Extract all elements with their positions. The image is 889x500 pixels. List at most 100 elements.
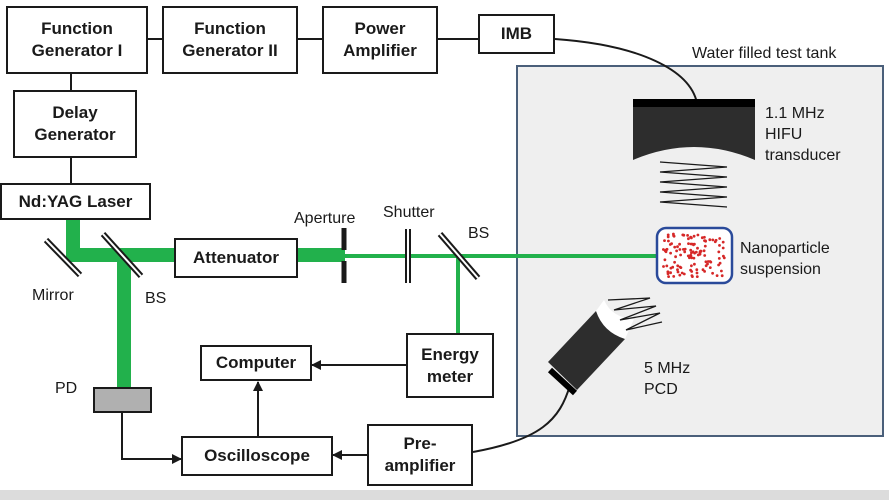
nanoparticle-dot xyxy=(675,249,678,253)
nanoparticle-dot xyxy=(695,275,699,278)
beam-splitter-left-face xyxy=(102,233,142,277)
nanoparticle-dot xyxy=(693,251,696,255)
hifu-transducer-body xyxy=(633,103,755,160)
tank-label: Water filled test tank xyxy=(692,45,837,62)
hifu-wave xyxy=(659,161,728,208)
power-amplifier-box: Power Amplifier xyxy=(322,6,438,74)
nanoparticle-dot xyxy=(669,271,672,275)
nanoparticle-dot xyxy=(674,255,677,259)
function-generator-1-box: Function Generator I xyxy=(6,6,148,74)
nanoparticle-dot xyxy=(662,265,665,268)
nanoparticle-dot xyxy=(696,246,699,250)
imb-box: IMB xyxy=(478,14,555,54)
aperture-label: Aperture xyxy=(294,210,356,227)
nanoparticle-dot xyxy=(689,248,693,252)
nanoparticle-dot xyxy=(711,238,715,242)
nanoparticle-dot xyxy=(690,256,694,260)
nanoparticle-dot xyxy=(692,256,696,260)
hifu-label: 1.1 MHz HIFU transducer xyxy=(765,105,841,164)
nanoparticle-dot xyxy=(692,234,696,238)
nanoparticle-dot xyxy=(715,274,719,277)
nanoparticle-dot xyxy=(682,272,686,276)
nanoparticle-dot xyxy=(720,274,724,278)
hifu-transducer-cap xyxy=(633,99,755,107)
nanoparticle-dot xyxy=(676,264,680,268)
oscilloscope-box: Oscilloscope xyxy=(181,436,333,476)
nanoparticle-dot xyxy=(679,253,682,257)
pd-label: PD xyxy=(55,380,78,397)
nanoparticle-dot xyxy=(708,266,712,269)
nanoparticle-dot xyxy=(689,253,692,257)
attenuator-box: Attenuator xyxy=(174,238,298,278)
nanoparticle-dot xyxy=(721,240,725,244)
energy-meter-box: Energy meter xyxy=(406,333,494,398)
nanoparticle-dot xyxy=(678,273,682,277)
nanoparticle-dot xyxy=(720,269,723,273)
nanoparticle-dot xyxy=(678,248,682,251)
bs-right-label: BS xyxy=(468,225,490,242)
nanoparticle-dot xyxy=(721,246,725,250)
nanoparticle-dot xyxy=(673,245,677,249)
signal-lines xyxy=(70,38,698,464)
computer-box: Computer xyxy=(200,345,312,381)
nanoparticle-dot xyxy=(678,242,681,246)
nanoparticle-dot xyxy=(695,268,699,272)
nanoparticle-dot xyxy=(667,239,670,243)
nanoparticle-label: Nanoparticle suspension xyxy=(740,240,830,278)
laser-box: Nd:YAG Laser xyxy=(0,183,151,220)
nanoparticle-dot xyxy=(704,239,707,243)
nanoparticle-dot xyxy=(706,262,709,266)
nanoparticle-dot xyxy=(689,235,693,239)
cable-pcd-to-preamp xyxy=(472,384,571,453)
nanoparticle-dot xyxy=(686,254,690,258)
cable-imb-hifu xyxy=(554,38,698,104)
nanoparticle-dot xyxy=(700,236,704,240)
nanoparticle-dot xyxy=(718,244,721,247)
nanoparticle-dot xyxy=(666,233,670,237)
nanoparticle-dot xyxy=(690,264,693,268)
beam-splitter-right-face xyxy=(439,233,479,279)
optics xyxy=(43,228,481,283)
nanoparticle-dot xyxy=(663,258,667,262)
nanoparticle-dot xyxy=(669,266,673,270)
shutter-label: Shutter xyxy=(383,204,435,221)
nanoparticle-dot xyxy=(702,249,706,253)
bs-left-label: BS xyxy=(145,290,167,307)
mirror-element-face xyxy=(45,239,81,276)
nanoparticle-dot xyxy=(682,233,686,237)
nanoparticle-dots xyxy=(662,232,726,278)
nanoparticle-dot xyxy=(682,248,685,251)
nanoparticle-dot xyxy=(680,271,684,275)
nanoparticle-dot xyxy=(695,271,699,275)
pcd-body xyxy=(548,311,625,390)
nanoparticle-dot xyxy=(663,249,667,253)
bottom-strip xyxy=(0,490,889,500)
nanoparticle-dot xyxy=(703,244,707,248)
nanoparticle-dot xyxy=(666,270,670,274)
preamplifier-box: Pre- amplifier xyxy=(367,424,473,486)
nanoparticle-dot xyxy=(690,270,694,273)
nanoparticle-dot xyxy=(693,262,696,266)
nanoparticle-dot xyxy=(687,237,690,241)
nanoparticle-dot xyxy=(711,271,714,275)
hifu-transducer xyxy=(633,99,755,208)
nanoparticle-dot xyxy=(673,260,676,264)
nanoparticle-dot xyxy=(706,260,710,263)
nanoparticle-dot xyxy=(670,242,673,246)
function-generator-2-box: Function Generator II xyxy=(162,6,298,74)
nanoparticle-dot xyxy=(666,235,670,239)
nanoparticle-dot xyxy=(717,257,721,260)
nanoparticle-dot xyxy=(676,268,679,272)
nanoparticle-dot xyxy=(703,254,707,257)
pcd-face xyxy=(596,300,634,339)
nanoparticle-dot xyxy=(687,242,690,246)
nanoparticle-dot xyxy=(713,240,717,244)
nanoparticle-container xyxy=(655,226,734,285)
nanoparticle-dot xyxy=(722,254,725,258)
mirror-label: Mirror xyxy=(32,287,74,304)
nanoparticle-dot xyxy=(717,250,721,254)
nanoparticle-dot xyxy=(708,238,712,242)
nanoparticle-dot xyxy=(701,268,705,272)
